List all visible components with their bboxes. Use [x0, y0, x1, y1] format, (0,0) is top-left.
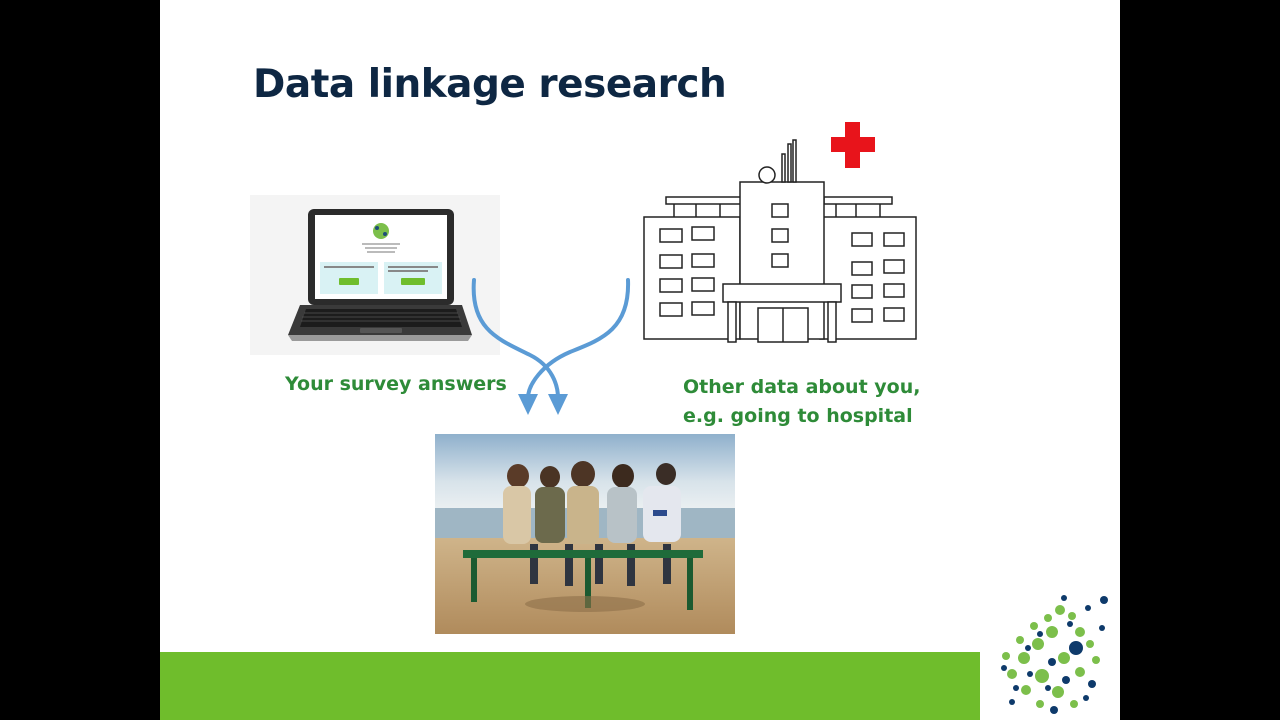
- slide: Data linkage research Your survey an: [160, 0, 1120, 720]
- other-data-caption-line-1: Other data about you,: [683, 376, 921, 398]
- red-cross-icon: [831, 122, 875, 168]
- slide-title: Data linkage research: [253, 62, 727, 107]
- dots-logo-icon: [1001, 595, 1108, 714]
- laptop-icon: [250, 195, 500, 355]
- other-data-caption: Other data about you, e.g. going to hosp…: [683, 373, 920, 431]
- merge-arrows-icon: [471, 278, 631, 415]
- footer-green-bar: [160, 652, 980, 720]
- hospital-icon: [643, 139, 917, 343]
- survey-answers-caption: Your survey answers: [285, 373, 507, 395]
- other-data-caption-line-2: e.g. going to hospital: [683, 405, 913, 427]
- people-on-bench-photo: [435, 434, 735, 634]
